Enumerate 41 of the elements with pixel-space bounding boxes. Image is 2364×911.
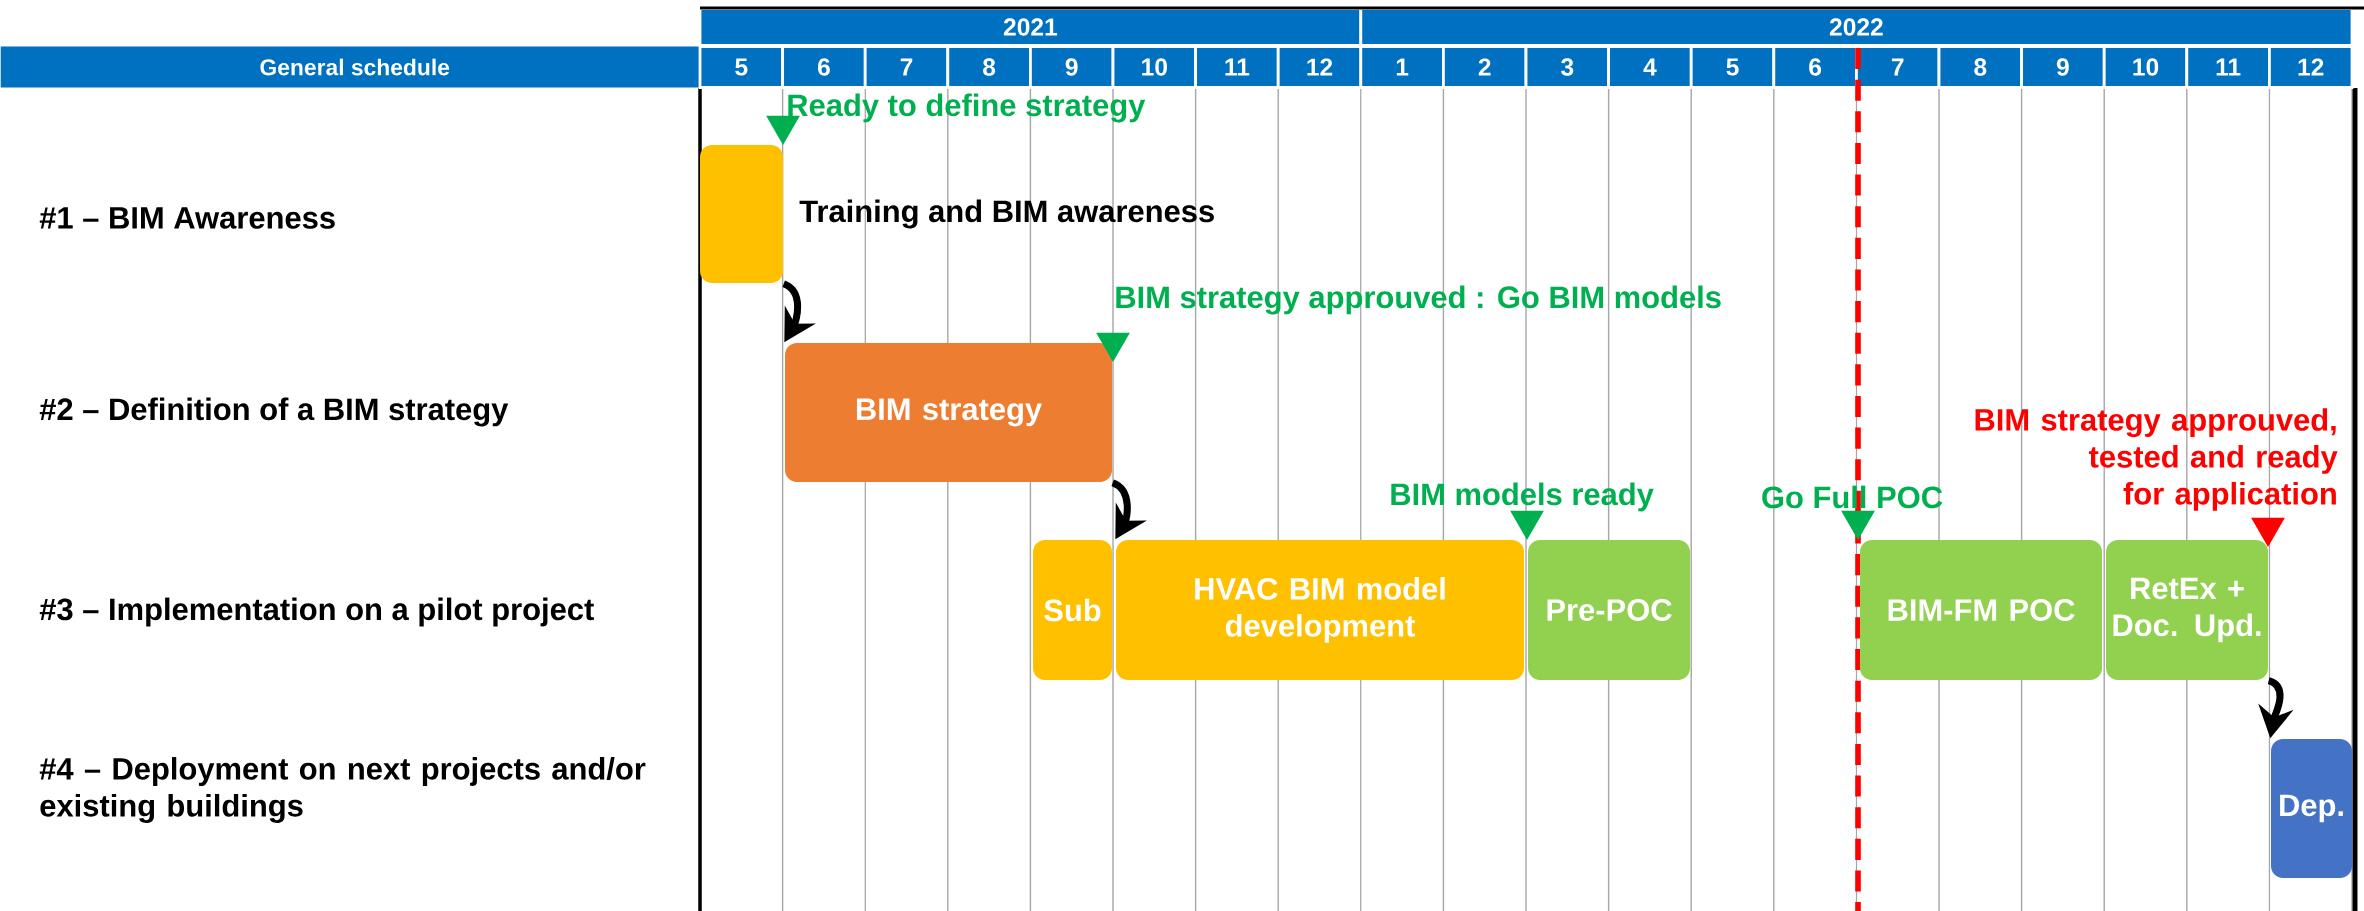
month-cell: 5 — [1689, 45, 1776, 89]
month-cell: 4 — [1607, 45, 1693, 89]
task-box: RetEx + Doc. Upd. — [2106, 540, 2268, 680]
milestone-label: BIM models ready — [1391, 482, 1654, 512]
milestone-triangle — [1096, 332, 1130, 362]
month-cell: 12 — [1276, 45, 1363, 89]
milestone-triangle — [2251, 517, 2285, 547]
task-label: Training and BIM awareness — [799, 199, 1214, 229]
month-cell: 5 — [698, 45, 785, 89]
month-cell: 10 — [1111, 45, 1197, 89]
task-box: HVAC BIM model development — [1116, 540, 1524, 680]
task-box: Sub — [1033, 540, 1112, 680]
task-box: BIM strategy — [785, 343, 1112, 482]
milestone-label: Ready to define strategy — [788, 93, 1146, 123]
month-cell: 10 — [2102, 45, 2189, 89]
month-cell: 12 — [2268, 45, 2354, 89]
month-cell: 6 — [1772, 45, 1858, 89]
task-box: Dep. — [2271, 739, 2352, 878]
row-label: #2 – Definition of a BIM strategy — [39, 397, 509, 427]
month-cell: 8 — [946, 45, 1032, 89]
task-box: Pre-POC — [1528, 540, 1690, 680]
milestone-label: BIM strategy approuved : Go BIM models — [1116, 285, 1721, 315]
row-label: #4 – Deployment on next projects and/or existing buildings — [39, 757, 646, 823]
milestone-triangle — [1841, 510, 1875, 540]
month-cell: 6 — [781, 45, 867, 89]
row-label: #1 – BIM Awareness — [39, 207, 335, 229]
month-cell: 7 — [1855, 45, 1941, 89]
month-cell: 1 — [1359, 45, 1445, 89]
month-cell: 3 — [1524, 45, 1611, 89]
month-cell: 9 — [1029, 45, 1115, 89]
milestone-label: BIM strategy approuved, tested and ready for application — [1975, 408, 2338, 511]
month-cell: 8 — [1937, 45, 2023, 89]
month-cell: 9 — [2020, 45, 2106, 89]
milestone-triangle — [1510, 510, 1544, 540]
month-cell: 11 — [2185, 45, 2271, 89]
month-cell: 2 — [1442, 45, 1528, 89]
task-box: BIM-FM POC — [1860, 540, 2102, 680]
task-bar — [700, 145, 783, 283]
month-cell: 11 — [1194, 45, 1280, 89]
month-cell: 7 — [863, 45, 950, 89]
row-label: #3 – Implementation on a pilot project — [39, 597, 594, 627]
